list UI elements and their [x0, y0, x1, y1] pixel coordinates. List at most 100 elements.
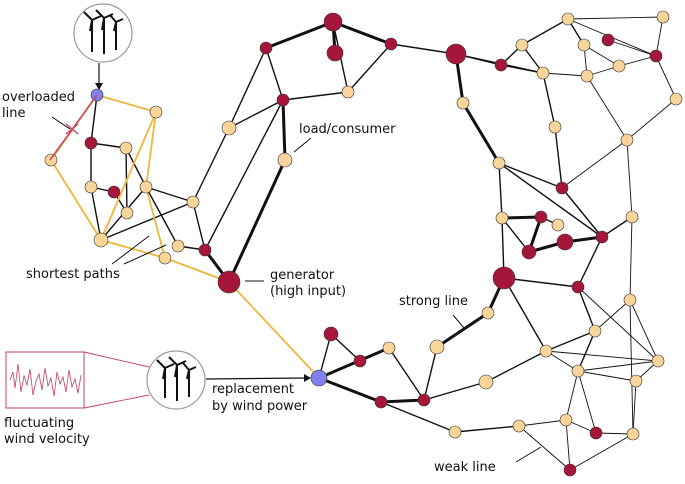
generator-node — [198, 243, 212, 257]
load-node — [651, 354, 665, 368]
grid-line — [655, 55, 677, 100]
grid-line — [554, 126, 563, 189]
load-node — [277, 152, 293, 168]
load-node — [139, 180, 153, 194]
grid-line — [423, 346, 438, 401]
annotation-pointers — [111, 137, 542, 463]
load-node — [577, 38, 591, 52]
load-node — [158, 251, 172, 265]
wind-turbine-icon — [156, 356, 197, 401]
generator-node — [353, 354, 367, 368]
load-node — [44, 153, 58, 167]
load-node — [669, 92, 683, 106]
load-node — [495, 211, 509, 225]
load-node — [612, 59, 626, 73]
wind-turbine-badge-top — [73, 3, 133, 90]
load-node — [120, 206, 134, 220]
grid-line — [125, 147, 147, 188]
label-generator-1: generator — [270, 268, 335, 283]
grid-line — [583, 44, 620, 67]
load-node — [588, 324, 602, 338]
grid-line — [96, 94, 157, 113]
strong-pointer — [452, 314, 465, 329]
grid-line — [632, 380, 637, 435]
grid-line — [228, 281, 320, 379]
label-generator-2: (high input) — [270, 284, 346, 299]
grid-line — [626, 98, 677, 141]
grid-line — [204, 99, 284, 251]
label-load: load/consumer — [299, 122, 396, 137]
label-strong: strong line — [399, 294, 468, 309]
grid-line — [380, 398, 425, 404]
load-node — [429, 339, 445, 355]
wind-velocity-signal — [5, 351, 150, 409]
grid-line — [227, 159, 287, 283]
load-node — [221, 120, 237, 136]
replacement-node — [310, 369, 328, 387]
load-node — [84, 180, 98, 194]
label-replacement-1: replacement — [212, 382, 294, 397]
grid-line — [618, 55, 657, 67]
grid-line — [561, 139, 628, 189]
grid-line — [90, 186, 102, 241]
label-fluctuating-2: wind velocity — [4, 432, 90, 447]
label-overloaded-1: overloaded — [2, 90, 75, 105]
load-node — [656, 10, 670, 24]
grid-line — [586, 75, 628, 141]
grid-line — [436, 311, 489, 349]
grid-line — [565, 370, 579, 421]
load-node — [571, 364, 585, 378]
load-node — [382, 341, 396, 355]
grid-line — [577, 360, 659, 372]
grid-line — [145, 186, 166, 259]
grid-line — [577, 236, 603, 288]
grid-line — [569, 433, 634, 471]
grid-line — [518, 425, 571, 471]
grid-line — [192, 201, 206, 251]
load-node — [93, 232, 109, 248]
generator-node — [595, 230, 609, 244]
grid-line — [390, 43, 457, 55]
grid-line — [518, 419, 567, 427]
load-node — [539, 344, 553, 358]
grid-line — [454, 425, 520, 433]
grid-line — [100, 239, 166, 259]
grid-line — [332, 20, 392, 46]
grid-line — [503, 277, 547, 352]
generator-node — [601, 33, 615, 47]
generator-node — [492, 266, 516, 290]
grid-line — [145, 186, 194, 203]
grid-line — [655, 16, 664, 57]
grid-line — [100, 201, 194, 241]
grid-line — [594, 299, 631, 332]
shortest-pointer-1 — [111, 235, 150, 265]
load-node — [341, 85, 355, 99]
grid-line — [498, 162, 503, 219]
load-node — [559, 413, 573, 427]
grid-line — [498, 162, 603, 238]
load-node — [623, 293, 637, 307]
load-node — [536, 66, 550, 80]
label-overloaded-2: line — [2, 106, 25, 121]
grid-line — [629, 299, 659, 362]
grid-line — [164, 257, 230, 283]
grid-line — [501, 215, 542, 220]
grid-line — [626, 139, 633, 218]
grid-line — [545, 330, 596, 352]
grid-line — [282, 91, 349, 101]
load-node — [456, 96, 470, 110]
load-node — [580, 69, 594, 83]
grid-line — [521, 18, 569, 46]
grid-line — [485, 350, 547, 383]
grid-line — [228, 47, 267, 129]
overloaded-line — [49, 94, 98, 161]
load-node — [149, 105, 163, 119]
grid-line — [607, 39, 657, 57]
weak-lines — [518, 16, 677, 471]
load-node — [620, 133, 634, 147]
grid-nodes — [44, 10, 683, 477]
grid-line — [281, 99, 287, 161]
generator-node — [563, 463, 577, 477]
generator-node — [445, 43, 467, 65]
